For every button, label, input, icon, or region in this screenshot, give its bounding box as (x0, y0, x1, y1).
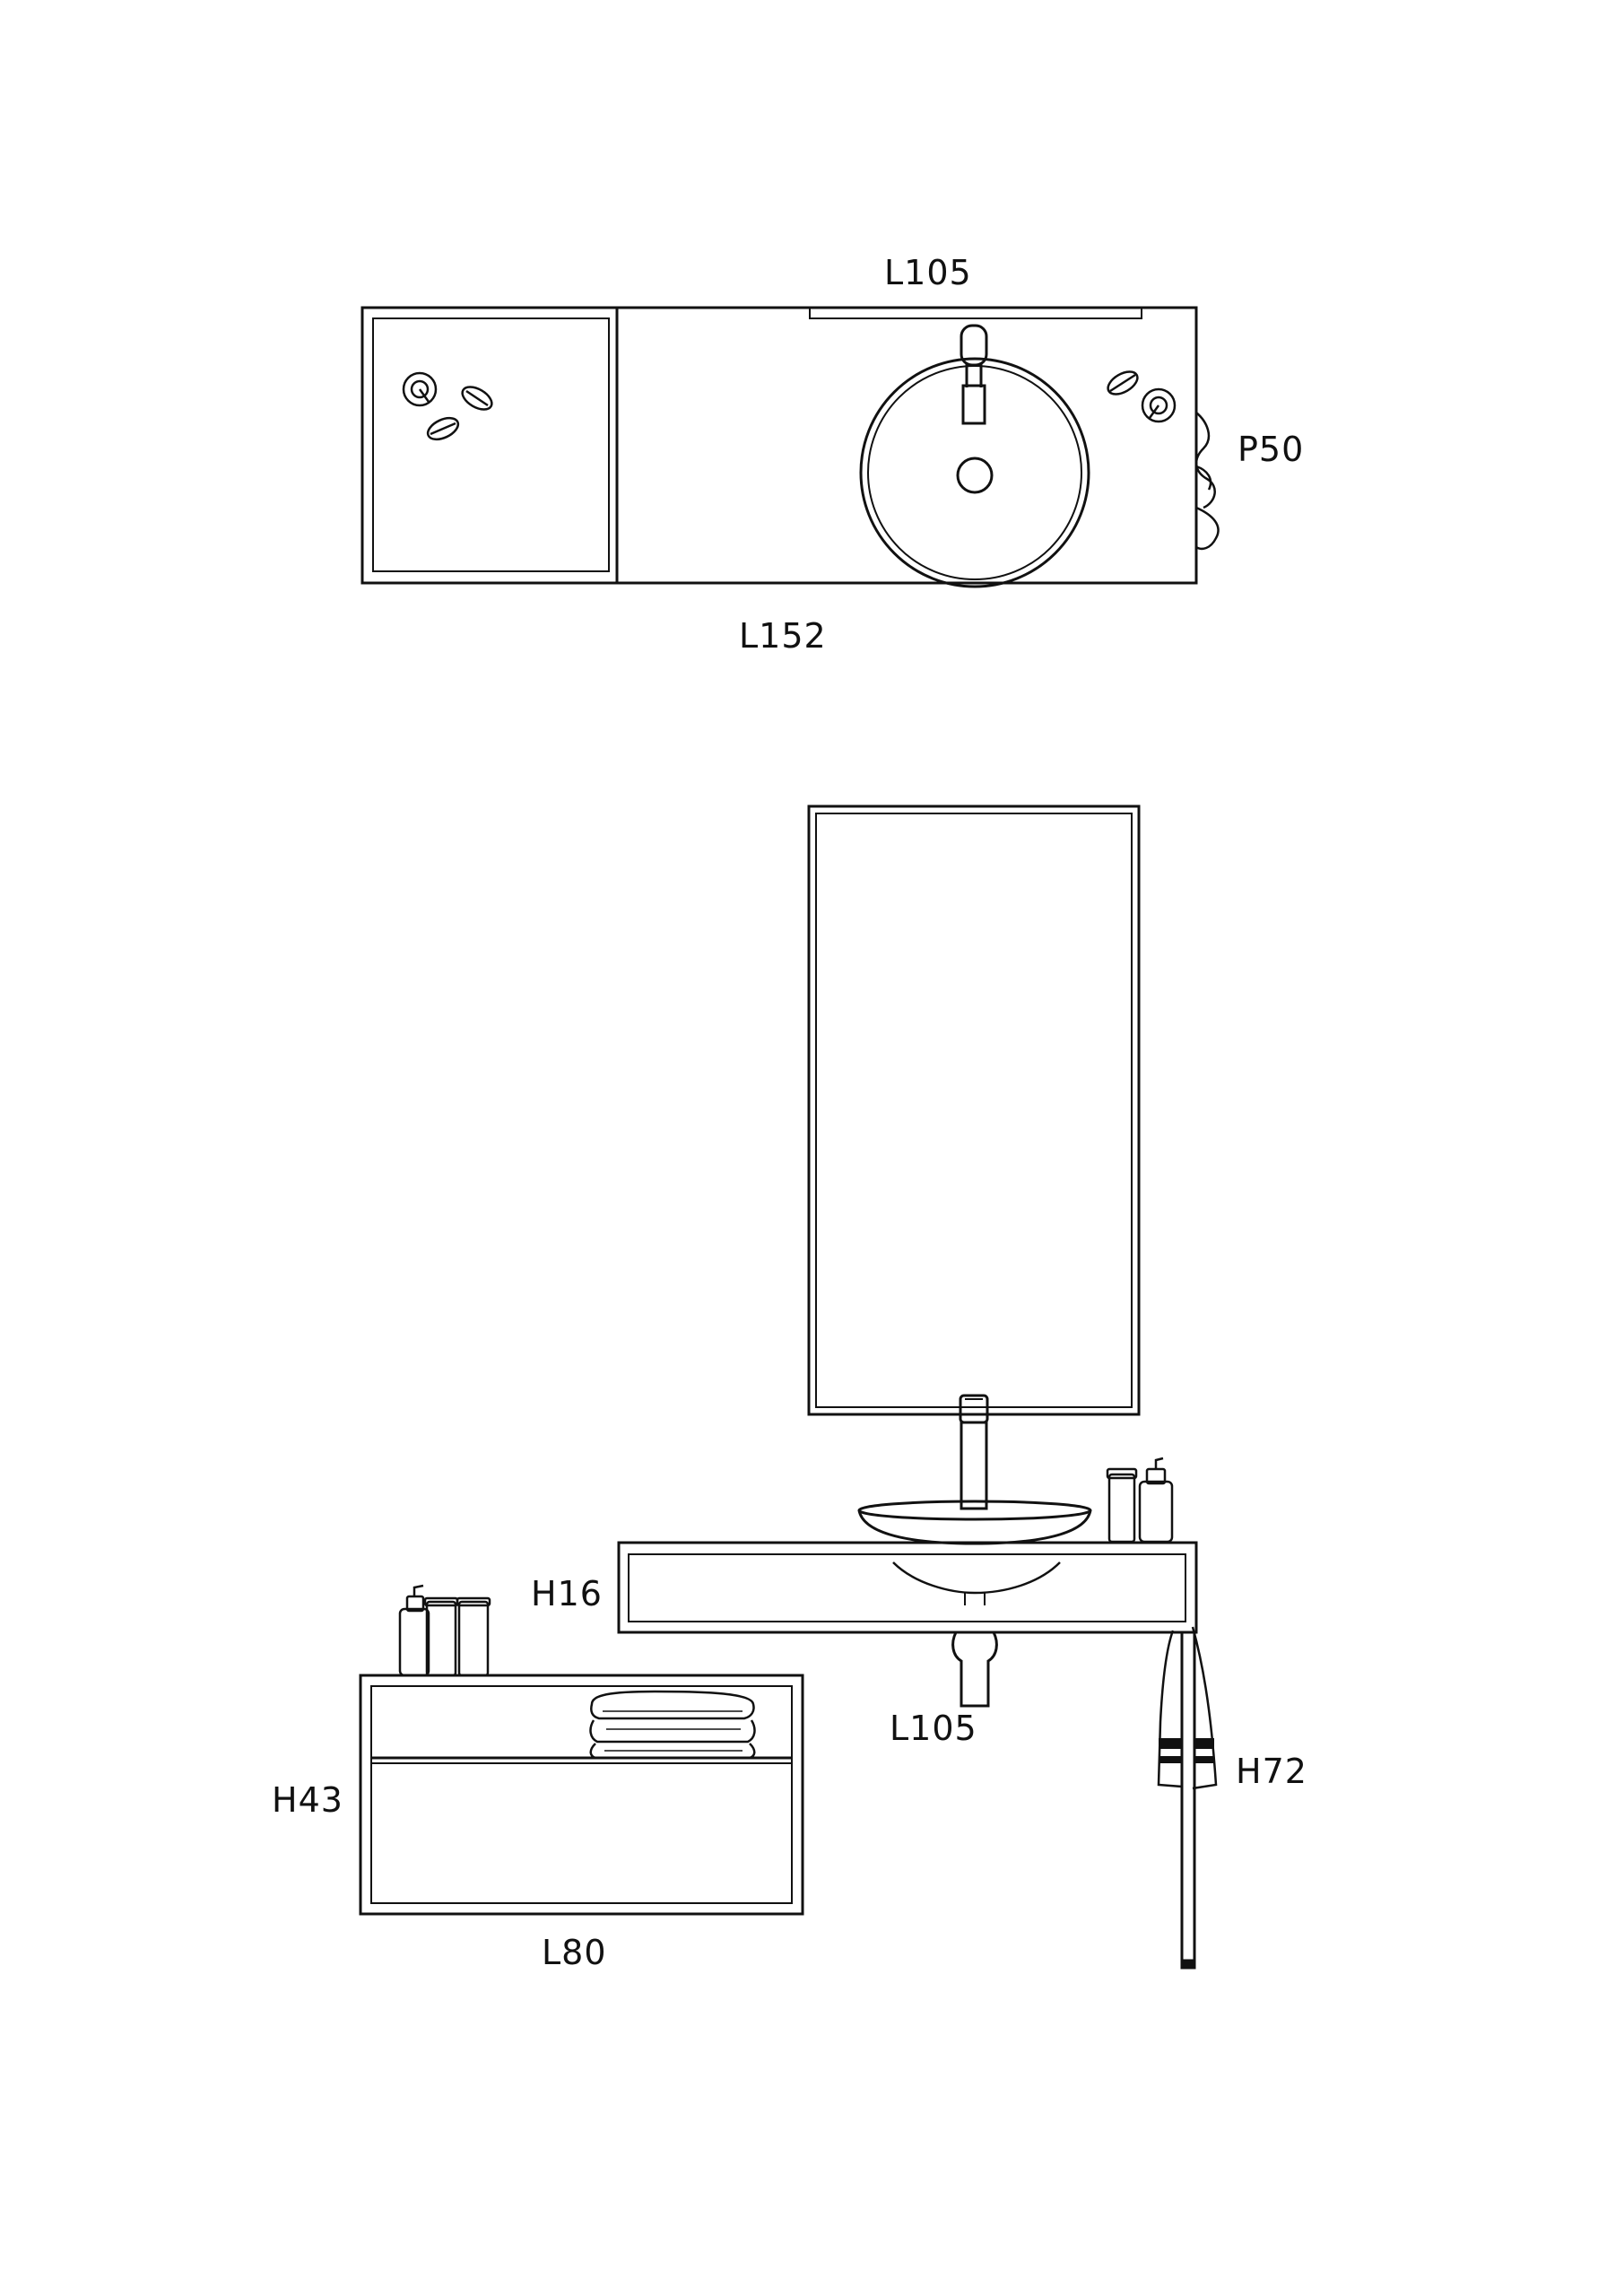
top-view-outline (360, 306, 1198, 585)
top-view-basin (859, 357, 1090, 588)
top-view-backsplash (809, 307, 1142, 319)
top-view-right-accessories (1107, 370, 1177, 423)
mirror (807, 804, 1141, 1416)
top-view-left-accessories (402, 371, 493, 441)
top-view-tap (960, 324, 988, 425)
drain-pipe (951, 1631, 998, 1708)
front-view (359, 804, 1218, 1970)
top-view-length-label: L152 (739, 616, 827, 656)
support-leg (1180, 1631, 1196, 1970)
shelf-bottles (1106, 1457, 1174, 1544)
hanging-towel (1157, 1626, 1218, 1790)
shelf-height-label: H16 (531, 1574, 603, 1613)
top-view (360, 306, 1220, 588)
front-view-tap (959, 1394, 989, 1510)
total-height-label: H72 (1236, 1752, 1307, 1791)
drain-icon (956, 457, 994, 494)
cabinet-height-label: H43 (272, 1780, 343, 1820)
folded-towels (589, 1690, 756, 1760)
cabinet-bottles (398, 1584, 491, 1677)
wall-shelf (617, 1541, 1198, 1634)
top-view-towel (1195, 412, 1220, 551)
top-view-depth-label: P50 (1238, 430, 1305, 469)
shelf-length-label: L105 (890, 1709, 977, 1748)
top-view-left-compartment (372, 317, 610, 572)
top-view-width-label: L105 (884, 253, 972, 292)
cabinet-length-label: L80 (542, 1933, 607, 1972)
